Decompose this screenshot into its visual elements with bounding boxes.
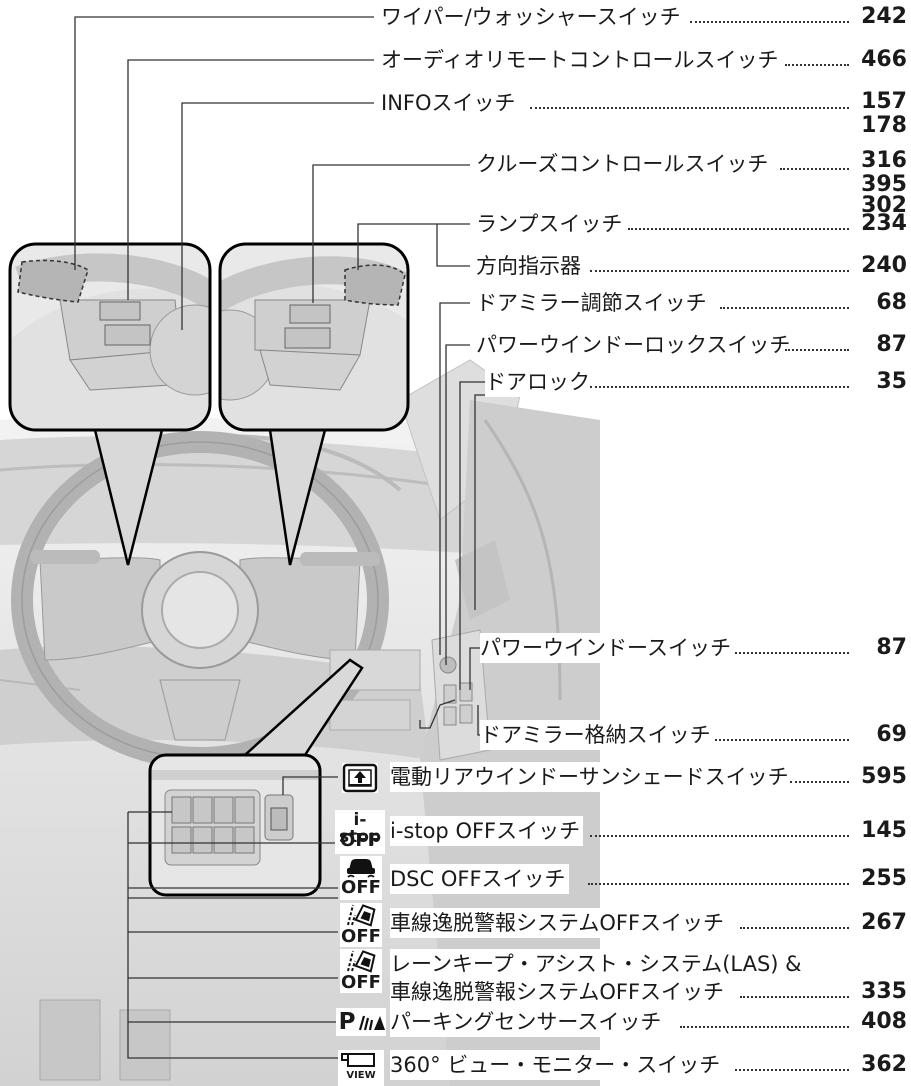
- page-number: 35: [876, 369, 907, 394]
- left-zoom-callout: [8, 242, 212, 566]
- leader-dots: [530, 107, 849, 109]
- item-label-line1: レーンキープ・アシスト・システム(LAS) &: [390, 949, 805, 979]
- label-row-rear-sunshade: 電動リアウインドーサンシェードスイッチ 595: [0, 762, 911, 792]
- page-number: 466: [861, 47, 907, 72]
- leader-dots: [720, 307, 849, 309]
- page-number: 87: [876, 332, 907, 357]
- leader-dots: [690, 21, 849, 23]
- item-label: DSC OFFスイッチ: [390, 864, 569, 894]
- label-row-power-window: パワーウインドースイッチ 87: [0, 633, 911, 663]
- label-row-door-lock: ドアロック 35: [0, 367, 911, 397]
- label-row-parking-sensor: パーキングセンサースイッチ 408: [0, 1007, 911, 1037]
- leader-dots: [715, 739, 849, 741]
- leader-dots: [785, 349, 849, 351]
- label-row-mirror-fold: ドアミラー格納スイッチ 69: [0, 720, 911, 750]
- item-label: 車線逸脱警報システムOFFスイッチ: [390, 908, 728, 938]
- leader-dots: [785, 64, 849, 66]
- page-number: 362: [861, 1052, 907, 1077]
- istop-off-icon: i-stop OFF: [335, 810, 385, 854]
- leader-dots: [588, 883, 849, 885]
- 360-view-icon: VIEW: [338, 1050, 384, 1086]
- item-label: 方向指示器: [476, 251, 584, 281]
- rear-sunshade-icon: [342, 763, 378, 793]
- leader-dots: [680, 1026, 849, 1028]
- leader-dots: [740, 996, 849, 998]
- page-number-3: 302: [861, 193, 907, 218]
- leader-dots: [790, 781, 849, 783]
- item-label: ドアミラー調節スイッチ: [476, 288, 710, 318]
- page-number: 157: [861, 89, 907, 114]
- label-row-360-view: 360° ビュー・モニター・スイッチ 362: [0, 1050, 911, 1080]
- istop-icon-top: i-stop: [338, 810, 382, 847]
- page-number: 267: [861, 910, 907, 935]
- item-label: INFOスイッチ: [381, 88, 519, 118]
- item-label: パワーウインドースイッチ: [480, 633, 734, 663]
- leader-dots: [628, 228, 849, 230]
- label-row-audio-remote: オーディオリモートコントロールスイッチ 466: [0, 45, 911, 75]
- las-icon-bottom: OFF: [341, 972, 381, 993]
- page-number: 145: [861, 818, 907, 843]
- label-row-wiper: ワイパー/ウォッシャースイッチ 242: [0, 2, 911, 32]
- item-label: パワーウインドーロックスイッチ: [476, 330, 794, 360]
- label-row-las: レーンキープ・アシスト・システム(LAS) & 車線逸脱警報システムOFFスイッ…: [0, 949, 911, 1007]
- ldw-icon-bottom: OFF: [341, 926, 381, 947]
- bottom-zoom-callout: [148, 658, 364, 897]
- label-row-mirror-adjust: ドアミラー調節スイッチ 68: [0, 288, 911, 318]
- page-number: 335: [861, 979, 907, 1004]
- page-number: 408: [861, 1009, 907, 1034]
- label-row-window-lock: パワーウインドーロックスイッチ 87: [0, 330, 911, 360]
- item-label-line2: 車線逸脱警報システムOFFスイッチ: [390, 977, 728, 1007]
- page-number-2: 178: [861, 113, 907, 138]
- leader-lines: [74, 16, 485, 1059]
- page-number: 68: [876, 290, 907, 315]
- leader-dots: [780, 168, 849, 170]
- leader-dots: [735, 652, 849, 654]
- page-number: 234: [861, 211, 907, 236]
- leader-dots: [735, 1069, 849, 1071]
- page-number-2: 395: [861, 172, 907, 197]
- leader-dots: [590, 386, 849, 388]
- parking-sensor-icon: P: [336, 1008, 386, 1036]
- page-number: 69: [876, 722, 907, 747]
- leader-dots: [590, 835, 849, 837]
- label-row-istop: i-stop OFFスイッチ 145: [0, 816, 911, 846]
- label-row-cruise: クルーズコントロールスイッチ 316 395 302: [0, 149, 911, 221]
- page-number: 255: [861, 866, 907, 891]
- label-row-lamp: ランプスイッチ 234: [0, 209, 911, 239]
- item-label: オーディオリモートコントロールスイッチ: [381, 45, 782, 75]
- page-number: 242: [861, 4, 907, 29]
- istop-icon-bottom: OFF: [340, 830, 380, 851]
- view-icon-label: VIEW: [346, 1070, 376, 1081]
- page-number: 240: [861, 253, 907, 278]
- label-row-info: INFOスイッチ 157 178: [0, 88, 911, 138]
- page-number: 595: [861, 764, 907, 789]
- leader-dots: [590, 270, 849, 272]
- item-label: 360° ビュー・モニター・スイッチ: [390, 1050, 724, 1080]
- item-label: ランプスイッチ: [476, 209, 626, 239]
- right-zoom-callout: [218, 242, 410, 566]
- las-off-icon: OFF: [340, 949, 382, 993]
- item-label: 電動リアウインドーサンシェードスイッチ: [390, 762, 792, 792]
- label-row-turn-signal: 方向指示器 240: [0, 251, 911, 281]
- leader-dots: [740, 927, 849, 929]
- dsc-icon-bottom: OFF: [341, 877, 381, 898]
- parking-icon-letter: P: [338, 1009, 356, 1035]
- item-label: i-stop OFFスイッチ: [390, 816, 584, 846]
- item-label: クルーズコントロールスイッチ: [476, 149, 772, 179]
- item-label: ドアロック: [485, 367, 593, 397]
- item-label: ワイパー/ウォッシャースイッチ: [381, 2, 684, 32]
- page-number: 316: [861, 148, 907, 173]
- label-row-ldw: 車線逸脱警報システムOFFスイッチ 267: [0, 908, 911, 938]
- item-label: パーキングセンサースイッチ: [390, 1007, 665, 1037]
- label-row-dsc: DSC OFFスイッチ 255: [0, 864, 911, 894]
- lane-departure-off-icon: OFF: [340, 903, 382, 947]
- dsc-off-icon: OFF: [340, 856, 382, 900]
- page-number: 87: [876, 635, 907, 660]
- item-label: ドアミラー格納スイッチ: [480, 720, 714, 750]
